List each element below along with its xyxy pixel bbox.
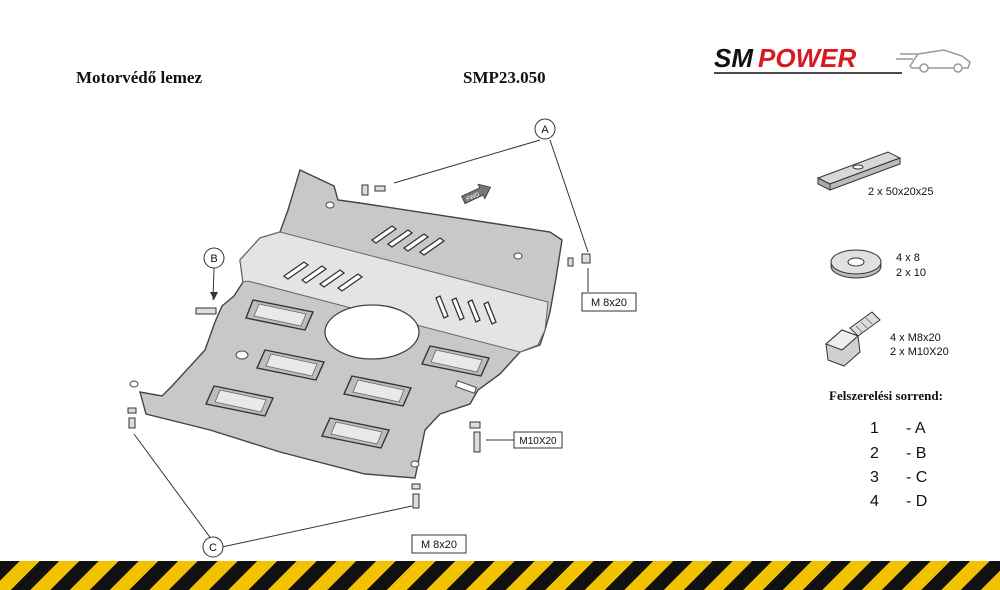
- callout-a-label: A: [541, 124, 549, 136]
- bolt-label-box-m10: [513, 431, 563, 449]
- hazard-stripe-banner: [0, 561, 1000, 590]
- callout-c-label: C: [209, 542, 217, 554]
- install-step: 2- B: [870, 445, 927, 462]
- washer-qty-8: 4 x 8: [896, 252, 920, 264]
- callout-leader-lines: [133, 139, 589, 548]
- callout-c: [202, 536, 224, 558]
- plate-qty-label: 2 x 50x20x25: [868, 186, 934, 198]
- bolt-icon: [127, 184, 591, 509]
- fwd-arrow-text: FWD: [466, 192, 482, 203]
- skid-plate-band: [239, 231, 549, 353]
- band-slots: [282, 261, 497, 325]
- smpower-logo: SM POWER: [714, 43, 971, 74]
- bolt-qty-m10: 2 x M10X20: [890, 346, 949, 358]
- installation-order-title: Felszerelési sorrend:: [829, 388, 943, 403]
- hex-bolt-icon: [825, 311, 881, 367]
- arrow-b-icon: [210, 292, 218, 300]
- logo-text-sm: SM: [714, 43, 754, 73]
- bolt-label-m8-bottom: M 8x20: [421, 539, 457, 551]
- upper-slots: [370, 225, 446, 256]
- spacer-plate-icon: [816, 151, 902, 191]
- part-name-title: Motorvédő lemez: [76, 68, 203, 87]
- install-step: 4- D: [870, 493, 928, 510]
- callout-b-label: B: [210, 253, 217, 265]
- part-code-title: SMP23.050: [463, 68, 546, 87]
- center-hole: [324, 304, 420, 360]
- bolt-label-box-bottom: [411, 534, 467, 554]
- install-step: 3- C: [870, 469, 928, 486]
- washer-icon: [830, 249, 882, 279]
- callout-a: [534, 118, 556, 140]
- callout-b: [203, 247, 225, 269]
- window-inner: [214, 303, 483, 445]
- bolt-label-m10: M10X20: [519, 436, 557, 447]
- install-step: 1- A: [870, 420, 926, 437]
- bolt-qty-m8: 4 x M8x20: [890, 332, 941, 344]
- washer-qty-10: 2 x 10: [896, 267, 926, 279]
- logo-text-power: POWER: [758, 43, 856, 73]
- car-silhouette-icon: [896, 49, 971, 73]
- fwd-arrow-icon: FWD: [461, 183, 492, 205]
- mounting-holes: [129, 201, 523, 468]
- bolt-label-box-right: [581, 292, 637, 312]
- bolt-label-m8-right: M 8x20: [591, 297, 627, 309]
